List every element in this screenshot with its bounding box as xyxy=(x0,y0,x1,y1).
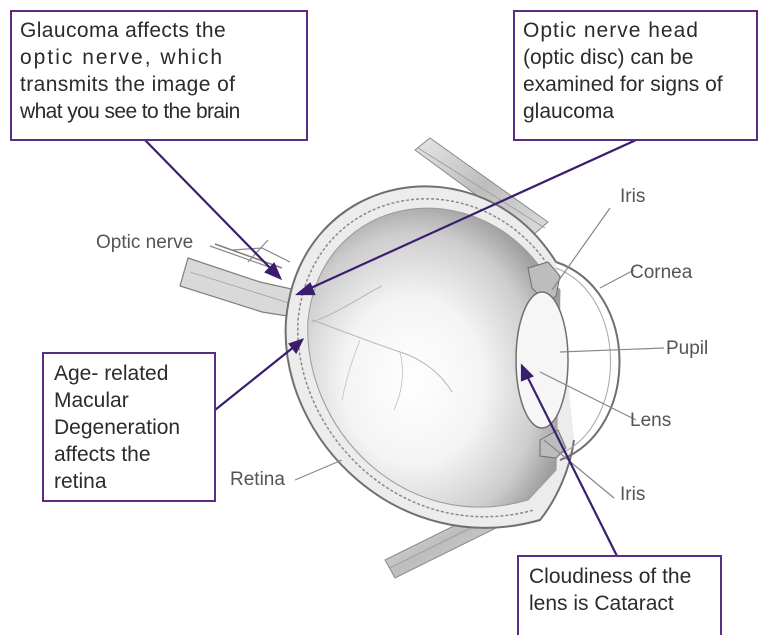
amd-line: retina xyxy=(54,468,204,495)
lens-label: Lens xyxy=(630,410,671,432)
optic-disc-line: Optic nerve head xyxy=(523,17,748,44)
pupil-label: Pupil xyxy=(666,338,708,360)
optic-nerve-stalk xyxy=(180,240,300,318)
retina-label: Retina xyxy=(230,469,285,491)
glaucoma-line: what you see to the brain xyxy=(20,98,298,125)
optic-nerve-label: Optic nerve xyxy=(96,232,193,254)
cataract-line: Cloudiness of the xyxy=(529,563,710,590)
cataract-line: lens is Cataract xyxy=(529,590,710,617)
optic-disc-line: examined for signs of xyxy=(523,71,748,98)
optic-disc-callout: Optic nerve head (optic disc) can be exa… xyxy=(513,10,758,141)
glaucoma-line: Glaucoma affects the xyxy=(20,17,298,44)
optic-disc-line: glaucoma xyxy=(523,98,748,125)
amd-line: Degeneration xyxy=(54,414,204,441)
amd-line: Macular xyxy=(54,387,204,414)
iris-bottom-label: Iris xyxy=(620,484,645,506)
iris-top-label: Iris xyxy=(620,186,645,208)
glaucoma-callout: Glaucoma affects the optic nerve, which … xyxy=(10,10,308,141)
cataract-callout: Cloudiness of the lens is Cataract xyxy=(517,555,722,635)
glaucoma-line: transmits the image of xyxy=(20,71,298,98)
cornea-label: Cornea xyxy=(630,262,692,284)
glaucoma-pointer xyxy=(145,140,278,276)
glaucoma-line: optic nerve, which xyxy=(20,44,298,71)
amd-line: affects the xyxy=(54,441,204,468)
optic-disc-line: (optic disc) can be xyxy=(523,44,748,71)
amd-line: Age- related xyxy=(54,360,204,387)
amd-callout: Age- related Macular Degeneration affect… xyxy=(42,352,216,502)
amd-pointer xyxy=(215,342,300,410)
